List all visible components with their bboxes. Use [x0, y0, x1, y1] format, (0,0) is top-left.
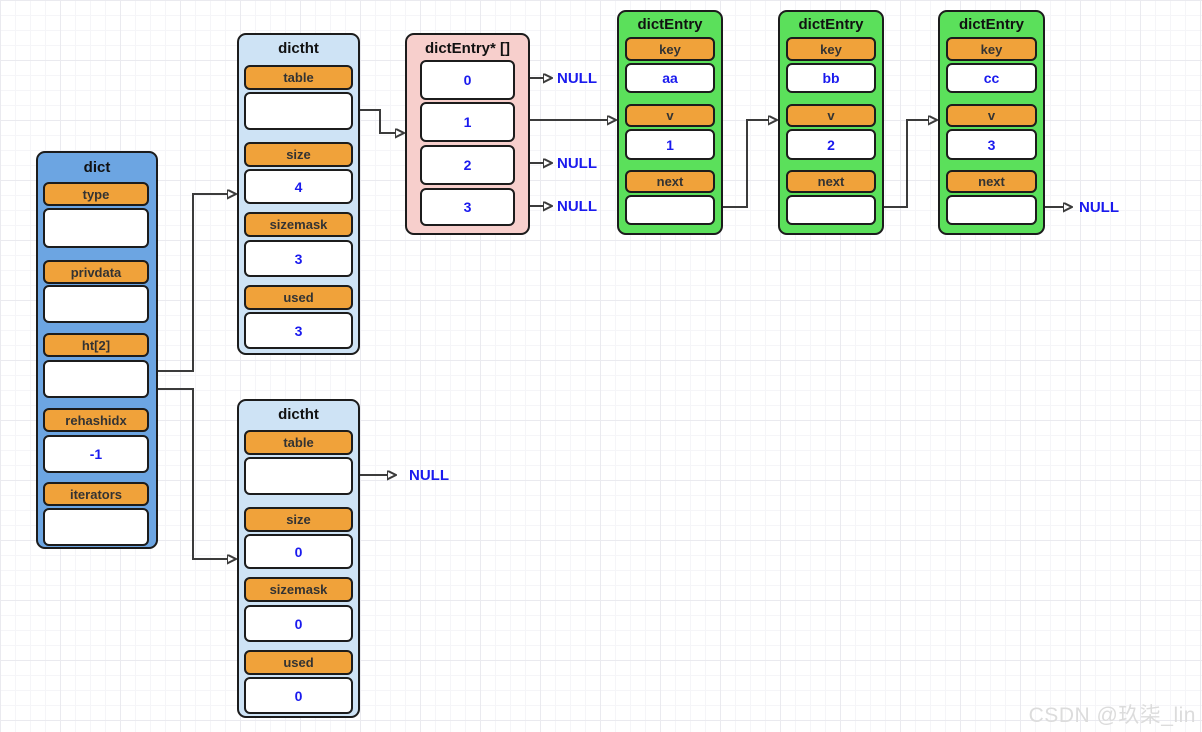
connector-ht0-pointer	[150, 194, 228, 372]
dictentry1-struct: dictEntry key aa v 1 next	[617, 10, 723, 235]
dict-field-rehashidx-value: -1	[43, 435, 149, 473]
dictentry3-struct: dictEntry key cc v 3 next	[938, 10, 1045, 235]
dict-field-iterators-value	[43, 508, 149, 546]
dictentry1-field-key-label: key	[625, 37, 715, 61]
null-label-slot0: NULL	[557, 70, 597, 87]
null-label-ht1-table: NULL	[409, 467, 449, 484]
dict-field-iterators-label: iterators	[43, 482, 149, 506]
null-label-entry3-next: NULL	[1079, 199, 1119, 216]
dictentry2-title: dictEntry	[798, 16, 864, 33]
dictentry1-field-next-label: next	[625, 170, 715, 193]
bucket-array-title: dictEntry* []	[424, 40, 510, 57]
dictht0-field-sizemask-value: 3	[244, 240, 353, 277]
dictht1-field-sizemask-label: sizemask	[244, 577, 353, 602]
dictht1-field-size-label: size	[244, 507, 353, 532]
dictht0-struct: dictht table size 4 sizemask 3 used 3	[237, 33, 360, 355]
connector-entry1-next	[715, 120, 769, 208]
connector-ht1-pointer	[150, 388, 228, 559]
dictht1-field-table-value	[244, 457, 353, 495]
bucket-slot-1: 1	[420, 102, 515, 142]
dictentry1-field-v-value: 1	[625, 129, 715, 160]
watermark: CSDN @玖柒_lin	[1028, 704, 1196, 727]
dictentry1-field-key-value: aa	[625, 63, 715, 93]
dictht1-field-size-value: 0	[244, 534, 353, 569]
dictentry3-field-v-label: v	[946, 104, 1037, 127]
dictentry2-field-key-value: bb	[786, 63, 876, 93]
null-label-slot2: NULL	[557, 155, 597, 172]
null-label-slot3: NULL	[557, 198, 597, 215]
dictht1-struct: dictht table size 0 sizemask 0 used 0	[237, 399, 360, 718]
dictentry2-field-next-value	[786, 195, 876, 225]
dictentry1-field-next-value	[625, 195, 715, 225]
dictentry2-field-next-label: next	[786, 170, 876, 193]
dict-title: dict	[83, 159, 111, 176]
dictht0-field-size-label: size	[244, 142, 353, 167]
dictht0-field-size-value: 4	[244, 169, 353, 204]
connector-table-to-array	[356, 109, 396, 133]
dictentry3-field-next-label: next	[946, 170, 1037, 193]
dict-field-type-value	[43, 208, 149, 248]
dictht1-title: dictht	[278, 406, 319, 423]
bucket-slot-0: 0	[420, 60, 515, 100]
dictentry3-field-key-label: key	[946, 37, 1037, 61]
dict-field-rehashidx-label: rehashidx	[43, 408, 149, 432]
dictentry3-field-next-value	[946, 195, 1037, 225]
dictentry2-struct: dictEntry key bb v 2 next	[778, 10, 884, 235]
dict-field-type-label: type	[43, 182, 149, 206]
dictht0-field-used-label: used	[244, 285, 353, 310]
bucket-slot-3: 3	[420, 188, 515, 226]
dictht1-field-used-value: 0	[244, 677, 353, 714]
dictht1-field-used-label: used	[244, 650, 353, 675]
dictentry2-field-v-label: v	[786, 104, 876, 127]
dict-struct: dict type privdata ht[2] rehashidx -1 it…	[36, 151, 158, 549]
dictht1-field-table-label: table	[244, 430, 353, 455]
dictht1-field-sizemask-value: 0	[244, 605, 353, 642]
dict-field-ht2-label: ht[2]	[43, 333, 149, 357]
dictht0-field-table-value	[244, 92, 353, 130]
dict-field-privdata-label: privdata	[43, 260, 149, 284]
dictentry3-title: dictEntry	[958, 16, 1024, 33]
dictentry2-field-key-label: key	[786, 37, 876, 61]
dictentry3-field-v-value: 3	[946, 129, 1037, 160]
dictentry1-field-v-label: v	[625, 104, 715, 127]
dictentry3-field-key-value: cc	[946, 63, 1037, 93]
dictht0-field-table-label: table	[244, 65, 353, 90]
dictht0-field-used-value: 3	[244, 312, 353, 349]
bucket-array-struct: dictEntry* [] 0 1 2 3	[405, 33, 530, 235]
dict-field-ht2-value	[43, 360, 149, 398]
dictentry1-title: dictEntry	[637, 16, 703, 33]
dictentry2-field-v-value: 2	[786, 129, 876, 160]
bucket-slot-2: 2	[420, 145, 515, 185]
dict-field-privdata-value	[43, 285, 149, 323]
dictht0-title: dictht	[278, 40, 319, 57]
dictht0-field-sizemask-label: sizemask	[244, 212, 353, 237]
